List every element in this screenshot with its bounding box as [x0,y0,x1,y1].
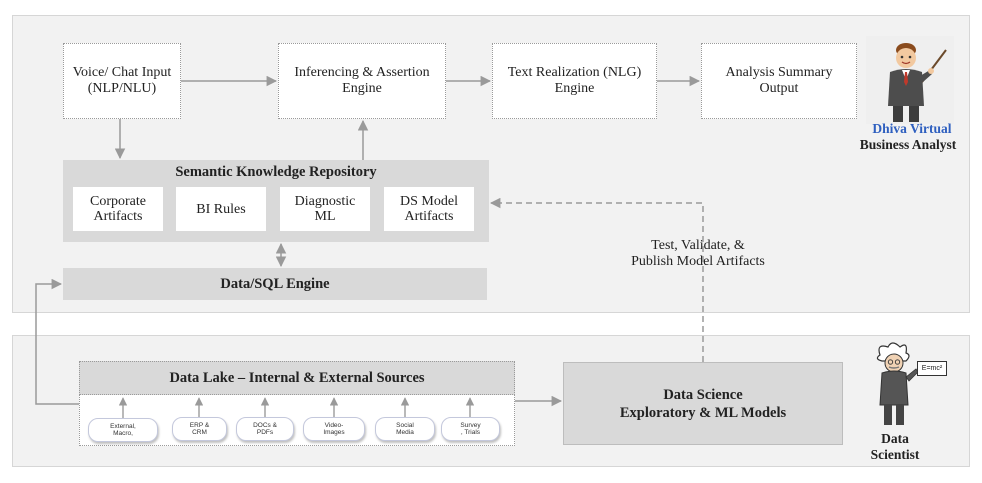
sql-engine-box: Data/SQL Engine [63,268,487,300]
semantic-repository-title: Semantic Knowledge Repository [175,164,377,180]
text-realization-box: Text Realization (NLG) Engine [492,43,657,119]
analyst-role: Business Analyst [859,137,957,152]
arrow-lake-to-sql [35,278,79,405]
semantic-repository: Semantic Knowledge Repository Corporate … [63,160,489,242]
repo-item-diagnostic-ml: Diagnostic ML [280,187,370,231]
business-analyst-icon [866,36,954,124]
source-survey-trials: Survey , Trials [441,417,500,441]
scientist-label-line2: Scientist [870,447,920,462]
data-lake-header: Data Lake – Internal & External Sources [79,361,515,395]
repo-item-bi-rules: BI Rules [176,187,266,231]
scientist-label-line1: Data [881,431,909,446]
voice-input-box: Voice/ Chat Input (NLP/NLU) [63,43,181,119]
inferencing-engine-box: Inferencing & Assertion Engine [278,43,446,119]
formula-text: E=mc² [921,365,943,372]
formula-board: E=mc² [917,361,947,376]
test-validate-label: Test, Validate, & Publish Model Artifact… [608,238,788,270]
data-lake-title: Data Lake – Internal & External Sources [169,370,425,386]
analysis-output-box: Analysis Summary Output [701,43,857,119]
source-docs-pdfs: DOCs & PDFs [236,417,294,441]
source-video-images: Video- Images [303,417,365,441]
data-science-subtitle: Exploratory & ML Models [619,405,787,421]
analyst-name: Dhiva Virtual [872,121,952,136]
data-science-title: Data Science [663,387,743,403]
data-scientist-icon [876,342,919,425]
data-science-box: Data Science Exploratory & ML Models [563,362,843,445]
repo-item-corporate-artifacts: Corporate Artifacts [73,187,163,231]
source-external-macro: External, Macro, [88,418,158,442]
repo-item-ds-model-artifacts: DS Model Artifacts [384,187,474,231]
business-analyst-figure [866,36,954,124]
data-scientist-figure [868,341,948,429]
source-erp-crm: ERP & CRM [172,417,227,441]
source-social-media: Social Media [375,417,435,441]
arrow-datascience-to-repository [489,197,704,362]
sql-engine-label: Data/SQL Engine [220,276,330,292]
